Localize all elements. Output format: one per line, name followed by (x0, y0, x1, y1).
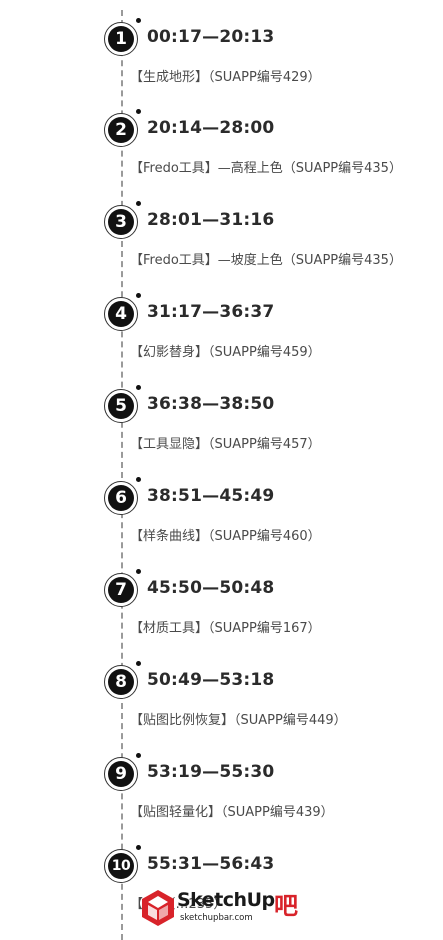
number-badge: 7 (104, 573, 138, 607)
entry-description: 【贴图比例恢复】（SUAPP编号449） (130, 713, 347, 728)
timeline-entry: 3 28:01—31:16 【Fredo工具】—坡度上色（SUAPP编号435） (0, 201, 443, 294)
number-badge: 10 (104, 849, 138, 883)
sketchup-cube-icon (142, 890, 174, 926)
badge-dot (136, 753, 141, 758)
watermark-brand: SketchUp (177, 889, 275, 911)
entry-description: 【Fredo工具】—坡度上色（SUAPP编号435） (130, 253, 402, 268)
time-range: 00:17—20:13 (147, 27, 275, 47)
timeline-entry: 1 00:17—20:13 【生成地形】（SUAPP编号429） (0, 18, 443, 111)
number-badge: 2 (104, 113, 138, 147)
entry-description: 【材质工具】（SUAPP编号167） (130, 621, 321, 636)
entry-description: 【贴图轻量化】（SUAPP编号439） (130, 805, 334, 820)
time-range: 31:17—36:37 (147, 302, 275, 322)
time-range: 53:19—55:30 (147, 762, 275, 782)
timeline-entry: 4 31:17—36:37 【幻影替身】（SUAPP编号459） (0, 293, 443, 386)
entry-description: 【样条曲线】（SUAPP编号460） (130, 529, 321, 544)
entry-description: 【工具显隐】（SUAPP编号457） (130, 437, 321, 452)
number-badge: 9 (104, 757, 138, 791)
entry-description: 【幻影替身】（SUAPP编号459） (130, 345, 321, 360)
badge-dot (136, 385, 141, 390)
timeline-entry: 2 20:14—28:00 【Fredo工具】—高程上色（SUAPP编号435） (0, 109, 443, 202)
timeline-entry: 10 55:31—56:43 【…】（…235） (0, 845, 443, 938)
time-range: 45:50—50:48 (147, 578, 275, 598)
entry-description: 【Fredo工具】—高程上色（SUAPP编号435） (130, 161, 402, 176)
watermark-url: sketchupbar.com (180, 913, 253, 923)
time-range: 50:49—53:18 (147, 670, 275, 690)
badge-dot (136, 569, 141, 574)
number-badge: 5 (104, 389, 138, 423)
timeline-entry: 7 45:50—50:48 【材质工具】（SUAPP编号167） (0, 569, 443, 662)
badge-dot (136, 201, 141, 206)
watermark-suffix: 吧 (274, 892, 298, 920)
time-range: 55:31—56:43 (147, 854, 275, 874)
time-range: 20:14—28:00 (147, 118, 275, 138)
entry-description: 【生成地形】（SUAPP编号429） (130, 70, 321, 85)
timeline-entry: 8 50:49—53:18 【贴图比例恢复】（SUAPP编号449） (0, 661, 443, 754)
badge-dot (136, 293, 141, 298)
time-range: 38:51—45:49 (147, 486, 275, 506)
number-badge: 4 (104, 297, 138, 331)
badge-dot (136, 477, 141, 482)
badge-dot (136, 845, 141, 850)
number-badge: 6 (104, 481, 138, 515)
timeline-line (121, 10, 123, 940)
badge-dot (136, 109, 141, 114)
timeline-entry: 9 53:19—55:30 【贴图轻量化】（SUAPP编号439） (0, 753, 443, 846)
time-range: 28:01—31:16 (147, 210, 275, 230)
number-badge: 3 (104, 205, 138, 239)
badge-dot (136, 18, 141, 23)
timeline-entry: 5 36:38—38:50 【工具显隐】（SUAPP编号457） (0, 385, 443, 478)
number-badge: 1 (104, 22, 138, 56)
watermark-logo: SketchUp 吧 sketchupbar.com (140, 888, 304, 928)
time-range: 36:38—38:50 (147, 394, 275, 414)
timeline-entry: 6 38:51—45:49 【样条曲线】（SUAPP编号460） (0, 477, 443, 570)
number-badge: 8 (104, 665, 138, 699)
badge-dot (136, 661, 141, 666)
